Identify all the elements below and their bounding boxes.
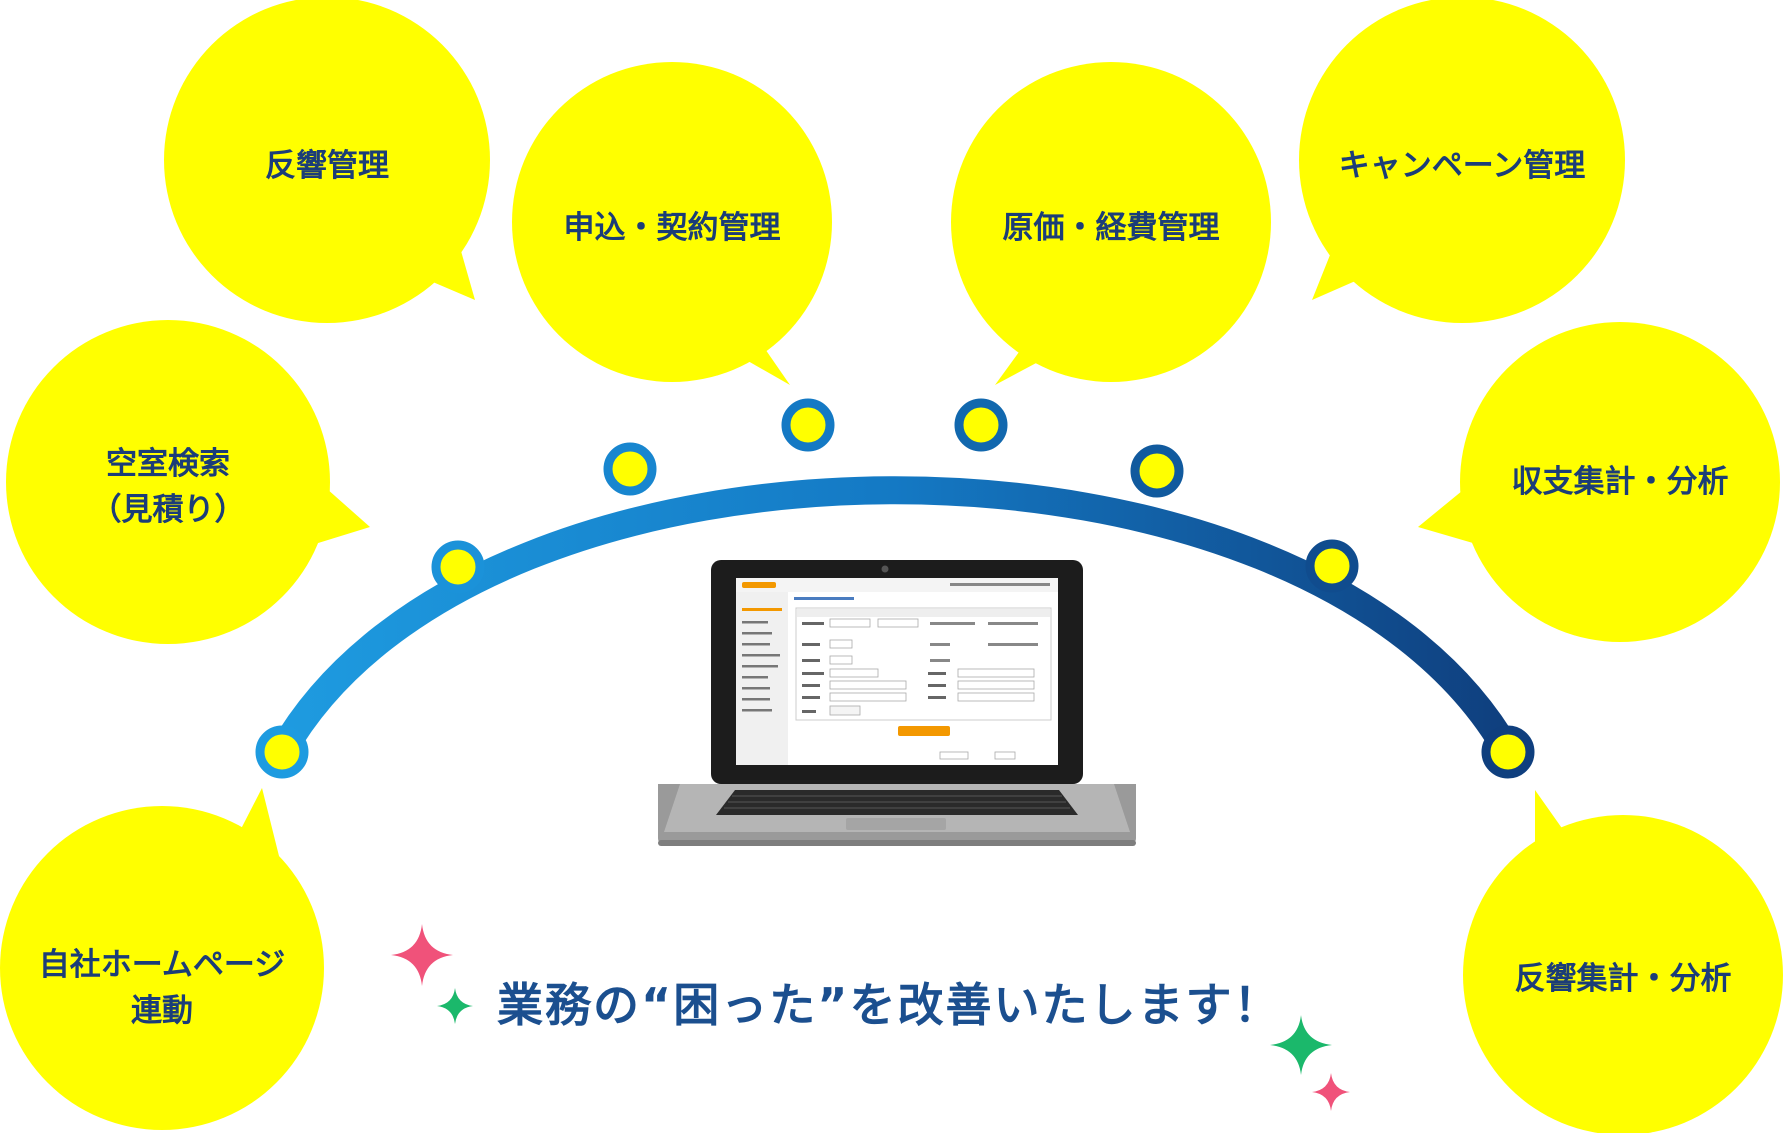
label-homepage: 自社ホームページ 連動 [39,942,285,1034]
bubble-moushikomi [512,62,832,385]
timeline-node [781,398,835,452]
timeline-node [954,398,1008,452]
label-line: 自社ホームページ [38,947,286,983]
bubble-hankyo-kanri [164,0,490,323]
label-moushikomi: 申込・契約管理 [564,205,781,251]
label-genka: 原価・経費管理 [1003,205,1220,251]
bubble-shushi [1418,322,1780,642]
timeline-arc [268,476,1522,766]
label-shushi: 収支集計・分析 [1512,459,1729,505]
label-line: 申込・契約管理 [563,210,781,246]
bubble-homepage [0,788,324,1130]
label-line: 反響管理 [265,148,389,184]
label-line: 空室検索 [106,446,230,482]
label-line: （見積り） [90,492,246,528]
tagline: 業務の“困った”を改善いたします！ [497,978,1282,1032]
timeline-node [1305,539,1359,593]
sparkle-icon [1312,1073,1350,1111]
label-line: キャンペーン管理 [1338,148,1586,184]
label-hankyo-kanri: 反響管理 [265,143,389,189]
label-kushitsu: 空室検索 （見積り） [91,441,246,533]
label-line: 原価・経費管理 [1002,210,1220,246]
bubble-genka [951,62,1271,385]
label-line: 反響集計・分析 [1514,961,1732,997]
sparkle-icon [391,924,453,986]
bubble-hankyo-shukei [1463,790,1783,1135]
timeline-node [1481,725,1535,779]
sparkle-icon [437,988,473,1024]
label-line: 収支集計・分析 [1511,464,1729,500]
timeline-node [255,725,309,779]
bubble-campaign [1299,0,1625,323]
bubble-kushitsu [6,320,370,644]
timeline-node [1130,444,1184,498]
sparkle-icon [1270,1015,1332,1075]
timeline-node [431,540,485,594]
label-hankyo-shukei: 反響集計・分析 [1515,956,1732,1002]
label-line: 連動 [130,993,193,1029]
laptop-illustration [658,560,1136,846]
timeline-node [603,442,657,496]
label-campaign: キャンペーン管理 [1339,143,1585,189]
